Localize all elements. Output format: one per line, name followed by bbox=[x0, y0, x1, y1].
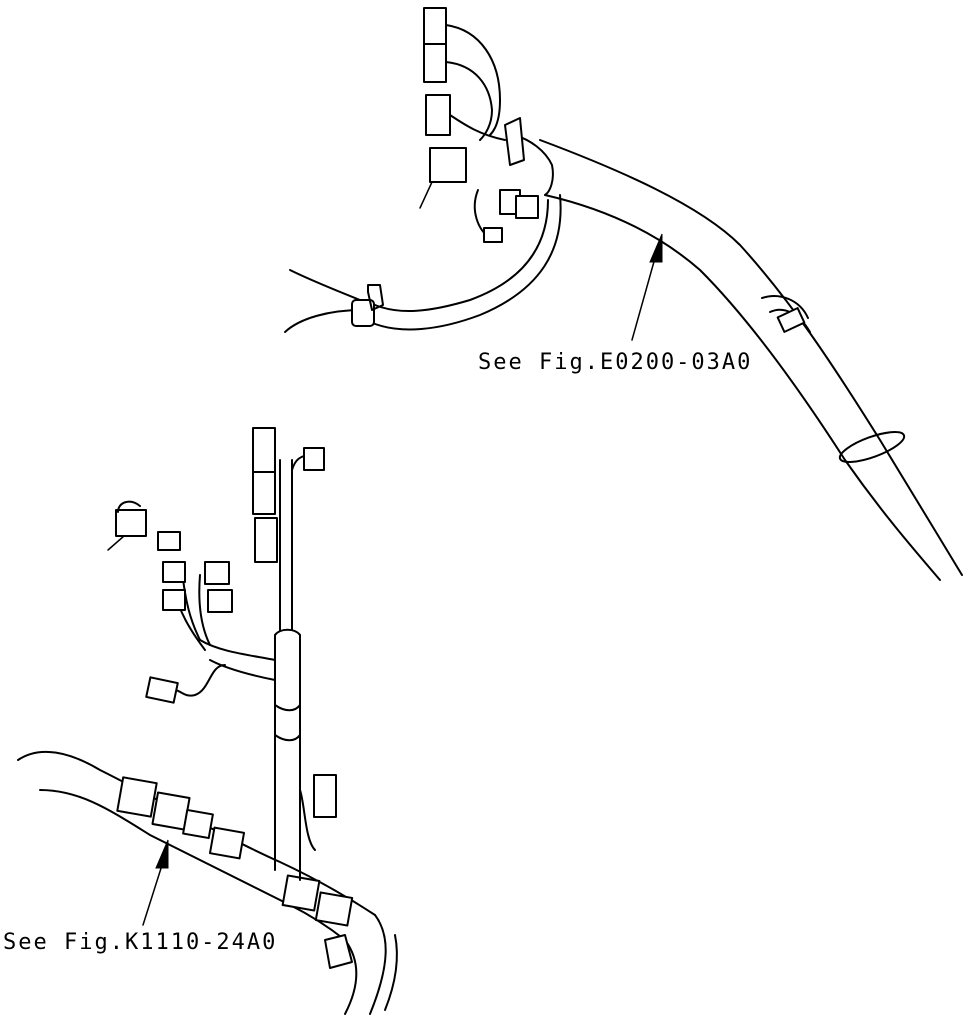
lower-branch-connector-3 bbox=[162, 589, 186, 611]
upper-mount-bracket bbox=[504, 117, 525, 166]
lower-harness bbox=[17, 427, 398, 1015]
lower-branch-connector-2 bbox=[162, 561, 186, 583]
upper-left-wire-2 bbox=[284, 309, 363, 333]
lower-tube-connector-6 bbox=[314, 891, 354, 927]
lower-branch-wires-2 bbox=[198, 574, 211, 646]
lower-side-connector bbox=[313, 774, 337, 818]
lower-side-wire bbox=[299, 789, 316, 851]
lower-leader-line bbox=[107, 535, 125, 551]
upper-connector-wire-3 bbox=[449, 114, 506, 141]
upper-loop-branch-outer bbox=[369, 194, 562, 331]
upper-reference-arrow-head bbox=[649, 233, 663, 263]
upper-connector-2 bbox=[423, 43, 447, 83]
lower-branch-connector-5 bbox=[207, 589, 233, 613]
lower-tube-connector-1 bbox=[116, 776, 158, 818]
lower-tube-connector-5 bbox=[281, 874, 321, 912]
lower-tube-connector-3 bbox=[182, 808, 214, 840]
lower-tube-connector-4 bbox=[208, 826, 246, 860]
lower-loose-connector bbox=[115, 509, 147, 537]
upper-center-connector-b bbox=[515, 195, 539, 219]
upper-connector-wire-2 bbox=[445, 61, 493, 141]
lower-reference-arrow-shaft bbox=[142, 861, 164, 926]
lower-reference-label: See Fig.K1110-24A0 bbox=[3, 930, 278, 955]
lower-branch-connector-1 bbox=[157, 531, 181, 551]
lower-vertical-connector-1 bbox=[252, 427, 276, 473]
lower-tube-down-curve-2 bbox=[344, 939, 358, 1015]
upper-harness bbox=[284, 7, 963, 581]
upper-connector-1 bbox=[423, 7, 447, 45]
upper-connector-4 bbox=[429, 147, 467, 183]
lower-trunk-top-cap bbox=[274, 628, 301, 636]
lower-trunk-band bbox=[274, 704, 301, 742]
upper-tube-end-cap bbox=[514, 134, 554, 196]
lower-vertical-connector-3 bbox=[254, 517, 278, 563]
lower-reference-arrow-head bbox=[155, 839, 169, 869]
upper-grommet-ring bbox=[838, 431, 906, 463]
upper-small-connector bbox=[483, 227, 503, 243]
lower-branch-top bbox=[199, 639, 276, 661]
lower-tube-bracket bbox=[324, 934, 353, 969]
lower-branch-connector-4 bbox=[204, 561, 230, 585]
lower-branch-bottom bbox=[209, 659, 276, 681]
lower-tube-down-curve-1 bbox=[369, 914, 387, 1015]
upper-tube-clip bbox=[776, 307, 806, 333]
upper-reference-arrow-shaft bbox=[631, 257, 656, 341]
upper-main-tube-bottom-edge bbox=[544, 194, 941, 581]
upper-loop-branch-inner bbox=[374, 199, 549, 313]
lower-loose-plug bbox=[145, 676, 179, 704]
upper-reference-label: See Fig.E0200-03A0 bbox=[478, 350, 753, 375]
lower-top-connector bbox=[303, 447, 325, 471]
upper-left-bracket bbox=[367, 284, 384, 311]
lower-loose-wire bbox=[174, 664, 226, 697]
lower-main-tube-bottom-edge bbox=[39, 789, 346, 941]
lower-loose-connector-wire bbox=[117, 500, 141, 513]
upper-left-wire-1 bbox=[289, 269, 361, 301]
upper-connector-wire-1 bbox=[445, 24, 501, 136]
upper-connector-3 bbox=[425, 94, 451, 136]
upper-leader-line bbox=[419, 181, 433, 209]
lower-vertical-connector-2 bbox=[252, 471, 276, 515]
lower-tube-down-curve-3 bbox=[384, 934, 398, 1011]
upper-left-clamp bbox=[351, 299, 375, 327]
